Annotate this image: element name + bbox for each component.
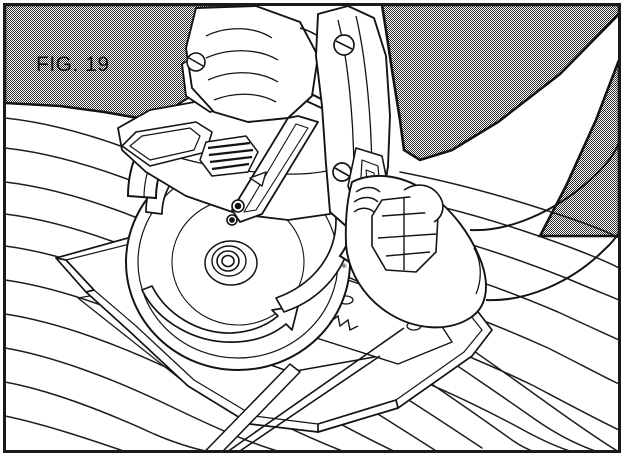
pivot-rivet-a <box>231 199 245 213</box>
handle-screw <box>333 34 355 56</box>
operator-right-hand <box>344 141 619 329</box>
figure-label: FIG. 19 <box>36 53 110 76</box>
brand-registered-mark: ® <box>342 263 347 270</box>
guard-screw-lower <box>332 162 352 182</box>
front-knob-and-hand <box>181 5 346 123</box>
background-region-right-wedge <box>537 59 619 238</box>
background-region-upper-right <box>380 5 619 162</box>
depth-lever <box>226 115 319 226</box>
figure-frame-border <box>3 3 621 453</box>
pivot-rivet-b <box>226 214 238 226</box>
arbor-bolt <box>204 240 258 286</box>
vent-slots <box>199 135 259 177</box>
guard-screw-upper <box>186 52 206 72</box>
blade-teeth <box>329 314 359 332</box>
